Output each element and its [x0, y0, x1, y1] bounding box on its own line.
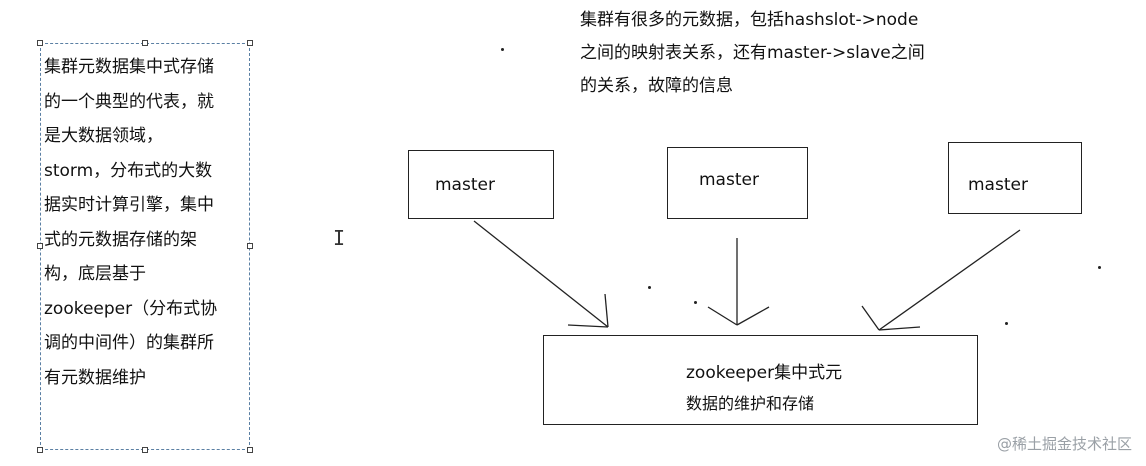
arrow-head-1a: [604, 293, 609, 328]
sidebar-line: 的一个典型的代表，就: [44, 91, 214, 112]
resize-handle-bottom-left[interactable]: [37, 447, 43, 453]
sidebar-line: 是大数据领域，: [44, 126, 163, 146]
stray-dot: [694, 301, 697, 304]
sidebar-line: 调的中间件）的集群所: [44, 333, 214, 353]
resize-handle-bottom-center[interactable]: [142, 447, 148, 453]
master-box-3[interactable]: master: [948, 142, 1082, 214]
zookeeper-box[interactable]: zookeeper集中式元 数据的维护和存储: [543, 335, 978, 425]
stray-dot: [501, 48, 504, 51]
sidebar-description[interactable]: 集群元数据集中式存储 的一个典型的代表，就 是大数据领域， storm，分布式的…: [44, 50, 248, 395]
resize-handle-top-center[interactable]: [142, 40, 148, 46]
arrow-head-1b: [567, 324, 609, 328]
zookeeper-label-line1: zookeeper集中式元: [686, 363, 843, 383]
resize-handle-top-right[interactable]: [247, 40, 253, 46]
resize-handle-middle-left[interactable]: [37, 243, 43, 249]
master-box-2[interactable]: master: [667, 147, 808, 219]
sidebar-line: 集群元数据集中式存储: [44, 57, 214, 77]
metadata-note: 集群有很多的元数据，包括hashslot->node 之间的映射表关系，还有ma…: [580, 4, 1000, 103]
sidebar-line: storm，分布式的大数: [44, 160, 213, 181]
text-cursor-icon: I: [333, 226, 346, 250]
stray-dot: [648, 286, 651, 289]
resize-handle-top-left[interactable]: [37, 40, 43, 46]
resize-handle-bottom-right[interactable]: [247, 447, 253, 453]
sidebar-line: 构，底层基于: [44, 264, 146, 284]
arrow-master-3: [878, 229, 1021, 331]
note-line: 之间的映射表关系，还有master->slave之间: [580, 43, 925, 63]
sidebar-line: 据实时计算引擎，集中: [44, 195, 214, 215]
sidebar-line: 有元数据维护: [44, 367, 146, 388]
arrow-head-2a: [707, 306, 738, 326]
sidebar-line: 式的元数据存储的架: [44, 229, 197, 250]
note-line: 集群有很多的元数据，包括hashslot->node: [580, 10, 919, 30]
stray-dot: [1005, 322, 1008, 325]
master-label: master: [968, 175, 1028, 195]
master-box-1[interactable]: master: [408, 150, 554, 219]
arrow-master-1: [473, 220, 609, 328]
note-line: 的关系，故障的信息: [580, 76, 733, 96]
arrow-head-3b: [878, 326, 921, 331]
master-label: master: [699, 170, 759, 190]
master-label: master: [435, 175, 495, 195]
sidebar-line: zookeeper（分布式协: [44, 298, 218, 319]
arrow-head-2b: [736, 306, 770, 326]
arrow-head-3a: [861, 305, 880, 331]
watermark: @稀土掘金技术社区: [996, 435, 1132, 453]
stray-dot: [1098, 266, 1101, 269]
resize-handle-middle-right[interactable]: [247, 243, 253, 249]
zookeeper-label-line2: 数据的维护和存储: [686, 394, 815, 413]
